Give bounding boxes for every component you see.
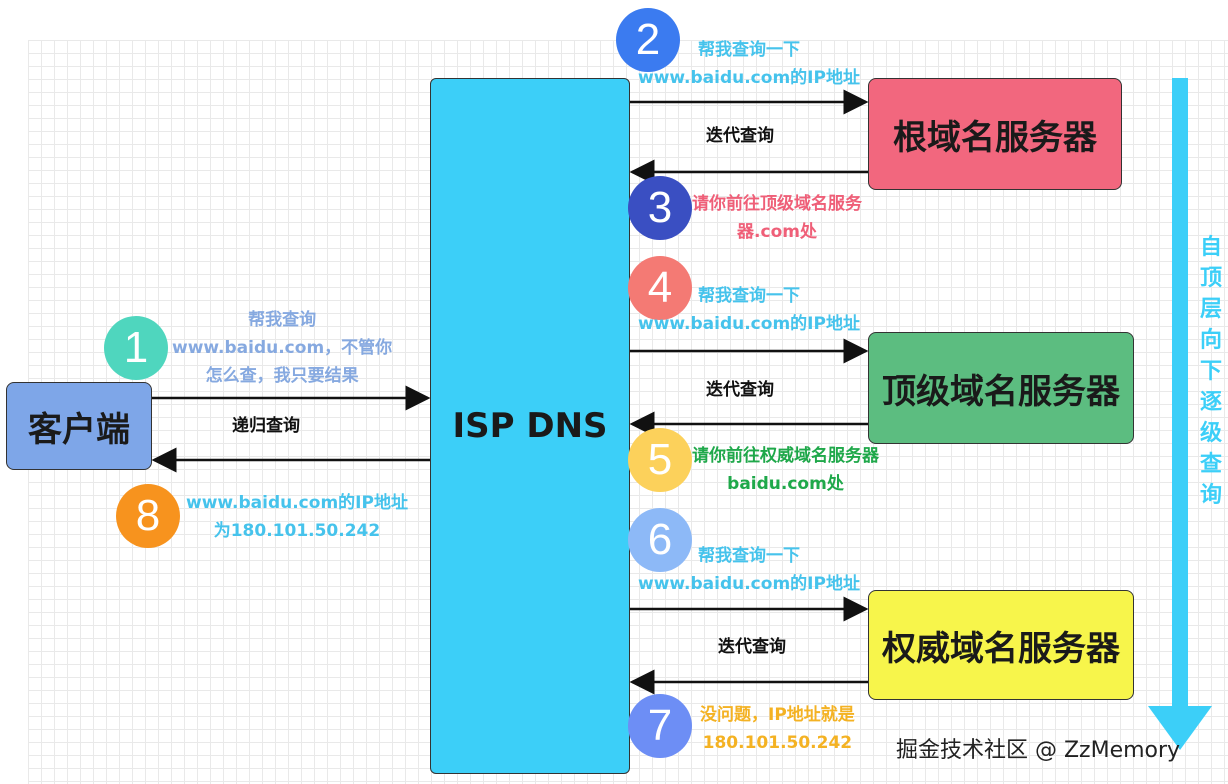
auth-server-node: 权威域名服务器 bbox=[868, 590, 1134, 700]
watermark: 掘金技术社区 @ ZzMemory bbox=[896, 738, 1181, 763]
iter-tld-label: 迭代查询 bbox=[706, 380, 774, 400]
client-node: 客户端 bbox=[6, 382, 152, 470]
step-6-badge: 6 bbox=[628, 508, 692, 572]
step-1-badge: 1 bbox=[104, 316, 168, 380]
isp-dns-node: ISP DNS bbox=[430, 78, 630, 774]
auth-server-label: 权威域名服务器 bbox=[882, 628, 1120, 669]
iter-root-label: 迭代查询 bbox=[706, 126, 774, 146]
side-arrow-shaft bbox=[1172, 78, 1188, 714]
step-3-text: 请你前往顶级域名服务器.com处 bbox=[692, 194, 862, 242]
client-label: 客户端 bbox=[28, 409, 130, 450]
step-7-badge: 7 bbox=[628, 694, 692, 758]
isp-dns-label: ISP DNS bbox=[452, 406, 608, 446]
step-8-badge: 8 bbox=[116, 484, 180, 548]
root-server-label: 根域名服务器 bbox=[893, 117, 1097, 158]
side-arrow-head bbox=[1148, 706, 1212, 750]
step-2-badge: 2 bbox=[616, 8, 680, 72]
top-down-label: 自顶层向下逐级查询 bbox=[1199, 235, 1222, 508]
iter-auth-label: 迭代查询 bbox=[718, 637, 786, 657]
tld-server-node: 顶级域名服务器 bbox=[868, 332, 1134, 444]
root-server-node: 根域名服务器 bbox=[868, 78, 1122, 190]
tld-server-label: 顶级域名服务器 bbox=[882, 371, 1120, 412]
step-8-text: www.baidu.com的IP地址为180.101.50.242 bbox=[186, 493, 408, 541]
step-3-badge: 3 bbox=[628, 176, 692, 240]
recursive-query-label: 递归查询 bbox=[232, 416, 300, 436]
step-4-badge: 4 bbox=[628, 256, 692, 320]
step-5-badge: 5 bbox=[628, 428, 692, 492]
